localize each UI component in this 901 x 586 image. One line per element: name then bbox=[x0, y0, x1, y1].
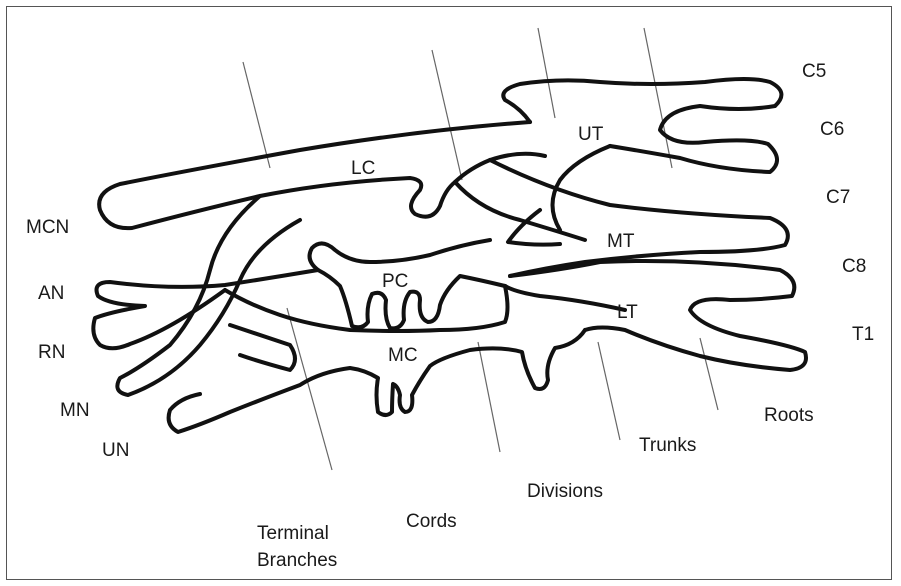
root-label-c6: C6 bbox=[820, 120, 844, 139]
root-label-c7: C7 bbox=[826, 188, 850, 207]
root-label-c5: C5 bbox=[802, 62, 826, 81]
divider-line-1 bbox=[243, 62, 270, 168]
root-label-c8: C8 bbox=[842, 257, 866, 276]
divider-line-3 bbox=[432, 50, 462, 180]
trunk-label-middle: MT bbox=[607, 232, 634, 251]
region-label-cords: Cords bbox=[406, 510, 457, 534]
medial-cord-ulnar bbox=[169, 330, 585, 432]
divider-line-7 bbox=[644, 28, 672, 168]
region-label-roots: Roots bbox=[764, 404, 814, 428]
branch-label-un: UN bbox=[102, 441, 129, 460]
upper-trunk-lateral-cord bbox=[99, 122, 585, 240]
trunk-label-lower: LT bbox=[617, 303, 638, 322]
branch-label-rn: RN bbox=[38, 343, 65, 362]
region-label-branches: Branches bbox=[257, 549, 337, 573]
plexus-outline bbox=[93, 79, 806, 432]
root-c7-middle-trunk bbox=[490, 160, 788, 276]
branch-label-mn: MN bbox=[60, 401, 90, 420]
trunk-label-upper: UT bbox=[578, 125, 603, 144]
cord-label-medial: MC bbox=[388, 346, 418, 365]
lower-trunk-division bbox=[505, 286, 625, 310]
divider-line-4 bbox=[478, 342, 500, 452]
cord-label-posterior: PC bbox=[382, 272, 408, 291]
root-c8-t1-outline bbox=[510, 261, 806, 370]
divider-line-6 bbox=[598, 342, 620, 440]
region-label-trunks: Trunks bbox=[639, 434, 696, 458]
root-label-t1: T1 bbox=[852, 325, 874, 344]
root-c5-c6-outline bbox=[503, 79, 781, 172]
branch-label-an: AN bbox=[38, 284, 64, 303]
cord-label-lateral: LC bbox=[351, 159, 375, 178]
divider-line-8 bbox=[700, 338, 718, 410]
region-label-terminal: Terminal bbox=[257, 522, 329, 546]
medial-cord-inner bbox=[230, 325, 295, 370]
region-dividers bbox=[243, 28, 718, 470]
region-label-divisions: Divisions bbox=[527, 480, 603, 504]
branch-label-mcn: MCN bbox=[26, 218, 69, 237]
divider-line-5 bbox=[538, 28, 555, 118]
